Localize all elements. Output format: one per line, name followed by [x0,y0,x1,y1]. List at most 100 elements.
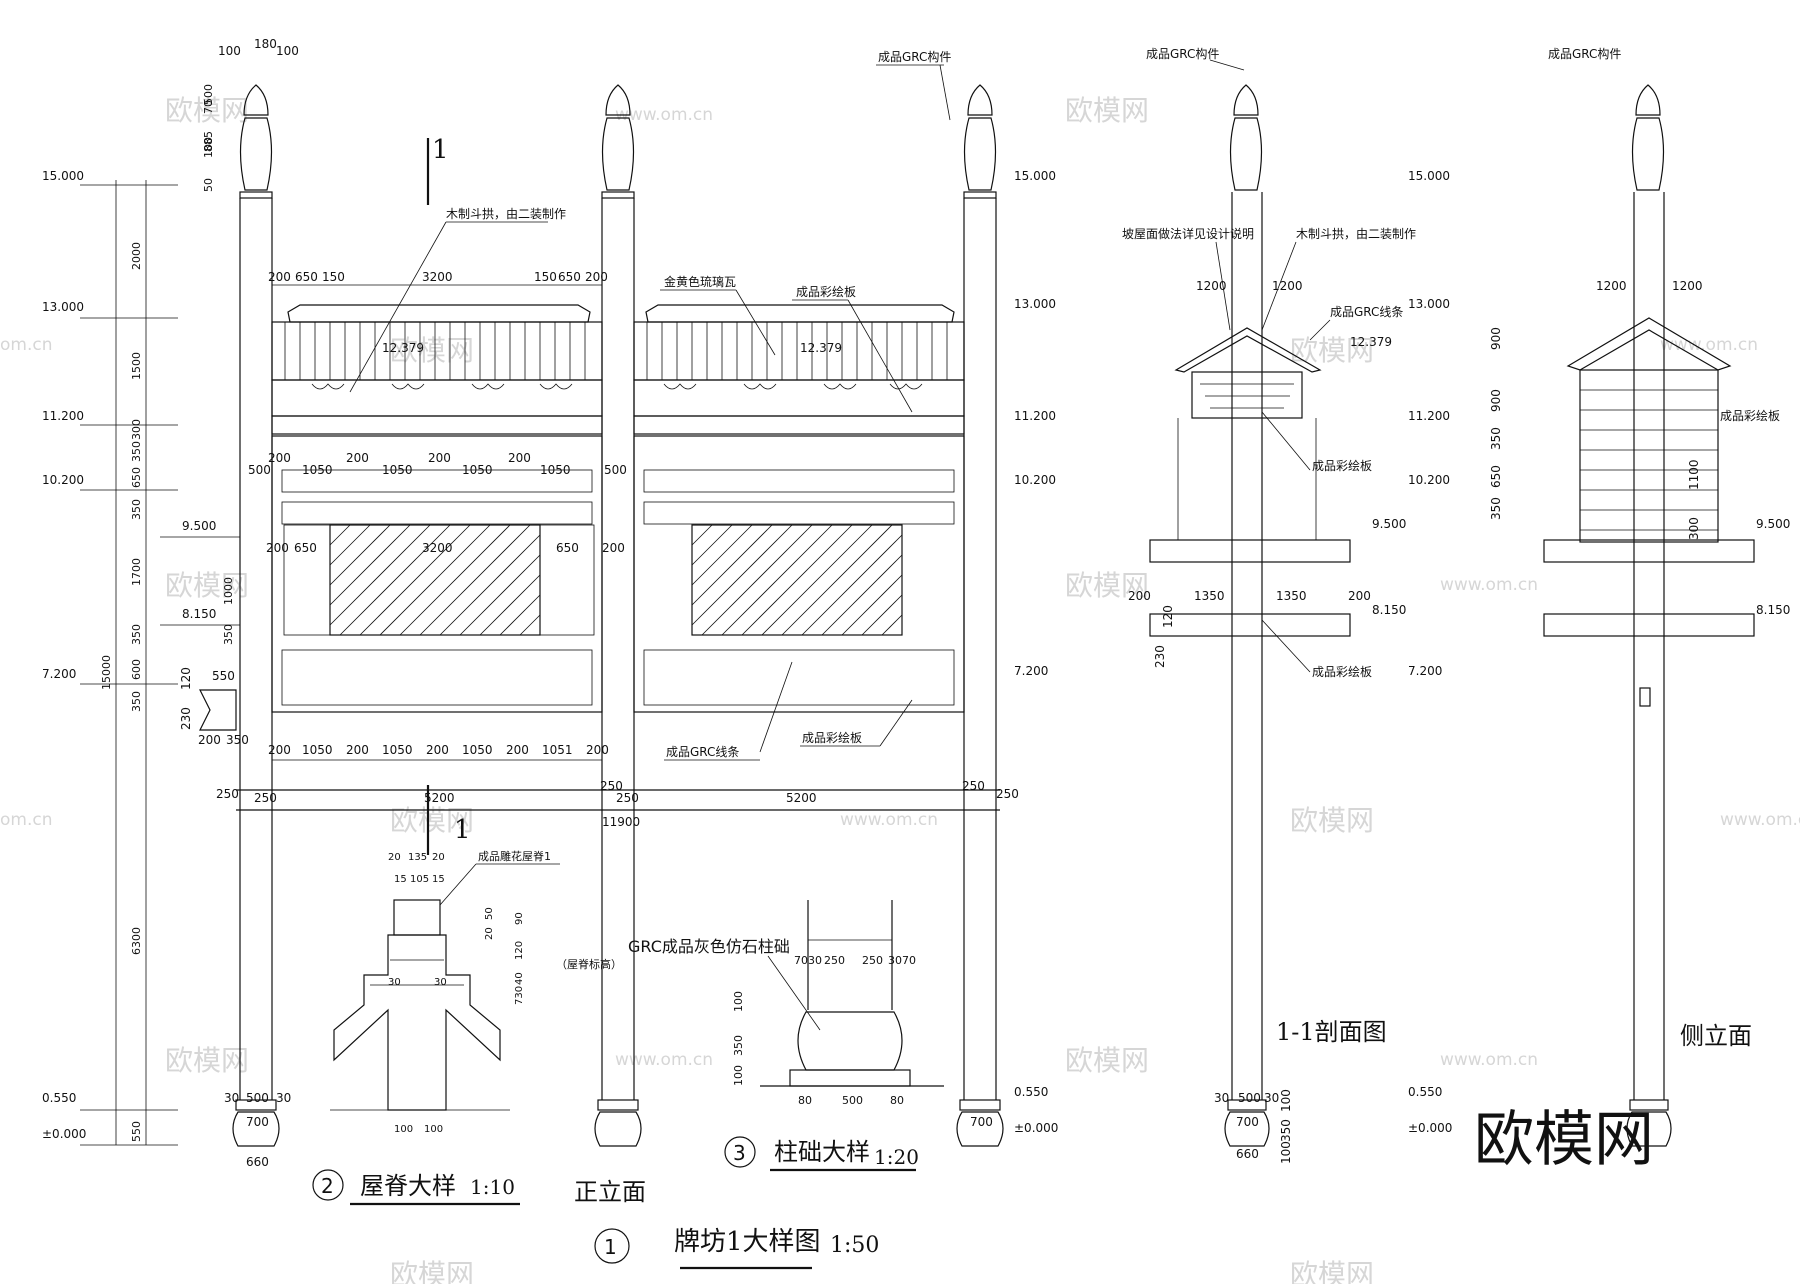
dim-label: 1200 [1596,279,1627,293]
dim-label: 200 [506,743,529,757]
dim-label: 2000 [130,242,143,270]
detail-number: 2 [321,1174,334,1198]
dim-label: 105 [410,874,429,885]
note-roof: 坡屋面做法详见设计说明 [1122,226,1254,241]
dim-label: 20 [484,927,495,940]
dim-label: 1050 [302,463,333,477]
dim-label: 650 [1489,465,1503,488]
elevation-label: 7.200 [1014,664,1048,678]
watermark: 欧模网 [390,1258,474,1284]
dim-label: 350 [226,733,249,747]
dim-label: 1200 [1672,279,1703,293]
dim-label: 3200 [422,541,453,555]
dim-label: 900 [1489,389,1503,412]
dim-label: 20 [432,852,445,863]
dim-label: 350 [1279,1119,1293,1142]
main-number: 1 [604,1235,617,1259]
note-grc-member: 成品GRC构件 [878,49,951,64]
dim-label: 900 [1489,327,1503,350]
dim-label: 700 [1236,1115,1259,1129]
dim-label: 30 [1264,1091,1279,1105]
note-wood-bracket: 木制斗拱，由二装制作 [446,207,566,221]
dim-label: 250 [962,779,985,793]
dim-label: 100 [732,1065,745,1086]
cut-mark-label: 1 [432,135,449,165]
dim-label: 350 [130,499,143,520]
elevation-label: 8.150 [182,607,216,621]
note-grc-base: GRC成品灰色仿石柱础 [628,937,790,956]
elevation-label: 12.379 [382,341,424,355]
dim-label: 300 [130,419,143,440]
note-grc-member: 成品GRC构件 [1548,46,1621,61]
note-ridge-height: （屋脊标高） [556,957,622,971]
dim-label: 500 [604,463,627,477]
dim-label: 3200 [422,270,453,284]
watermark: 欧模网 [1065,569,1149,602]
main-title-text: 牌坊1大样图 [674,1227,821,1257]
dim-label: 660 [246,1155,269,1169]
dim-label: 1000 [222,577,235,605]
dim-label: 200 [266,541,289,555]
dim-label: 100 [202,137,215,158]
dim-label: 1050 [540,463,571,477]
dim-label: 350 [732,1035,745,1056]
dim-label: 120 [1161,605,1175,628]
front-elevation: 1 1 [199,84,1004,1147]
watermark: 欧模网 [165,569,249,602]
elevation-label: 13.000 [1408,297,1450,311]
elevation-label: 12.379 [1350,335,1392,349]
dim-label: 200 [1128,589,1151,603]
note-painted-board: 成品彩绘板 [1720,408,1780,423]
dim-label: 200 [198,733,221,747]
dim-label: 500 [202,84,215,105]
dim-label: 100 [732,991,745,1012]
dim-label: 650 [558,270,581,284]
dim-label: 730 [514,986,525,1005]
dim-label: 350 [130,691,143,712]
dim-label: 230 [179,707,193,730]
dim-label: 80 [890,1094,904,1107]
dim-label: 1050 [462,463,493,477]
dim-label: 90 [514,912,525,925]
elevation-label: ±0.000 [1408,1121,1452,1135]
dim-label: 1100 [1687,459,1701,490]
detail-title: 屋脊大样 [360,1172,456,1200]
elevation-label: 9.500 [1756,517,1790,531]
panel-right [633,435,965,713]
bracket [199,689,237,731]
dim-label: 650 [556,541,579,555]
dim-label: 5200 [786,791,817,805]
note-grc-member: 成品GRC构件 [1146,46,1219,61]
dim-label: 20 [388,852,401,863]
dim-label: 150 [322,270,345,284]
dim-label: 350 [130,441,143,462]
elevation-label: 11.200 [1408,409,1450,423]
elevation-label: 9.500 [182,519,216,533]
dim-label: 1350 [1194,589,1225,603]
dim-label: 50 [484,907,495,920]
dim-label: 200 [426,743,449,757]
dim-label: 200 [586,743,609,757]
dim-label: 350 [1489,427,1503,450]
dim-label: 1700 [130,558,143,586]
watermark-site: www.om.cn [1440,1050,1538,1070]
dim-label: 1051 [542,743,573,757]
dim-label: 1200 [1272,279,1303,293]
elevation-label: 13.000 [42,300,84,314]
dim-label: 200 [268,743,291,757]
roof-right [633,304,965,435]
elevation-label: 9.500 [1372,517,1406,531]
elevation-label: 12.379 [800,341,842,355]
watermark: 欧模网 [165,94,249,127]
dim-label: 15000 [100,655,113,690]
dim-label: 100 [424,1124,443,1135]
note-painted-board: 成品彩绘板 [796,284,856,299]
dim-label: 200 [602,541,625,555]
watermark-site: www.om.cn [840,810,938,830]
detail-scale: 1:10 [470,1175,515,1199]
dim-label: 200 [268,451,291,465]
watermark: 欧模网 [165,1044,249,1077]
watermark-site: www.om.cn [615,105,713,125]
dim-label: 500 [842,1094,863,1107]
